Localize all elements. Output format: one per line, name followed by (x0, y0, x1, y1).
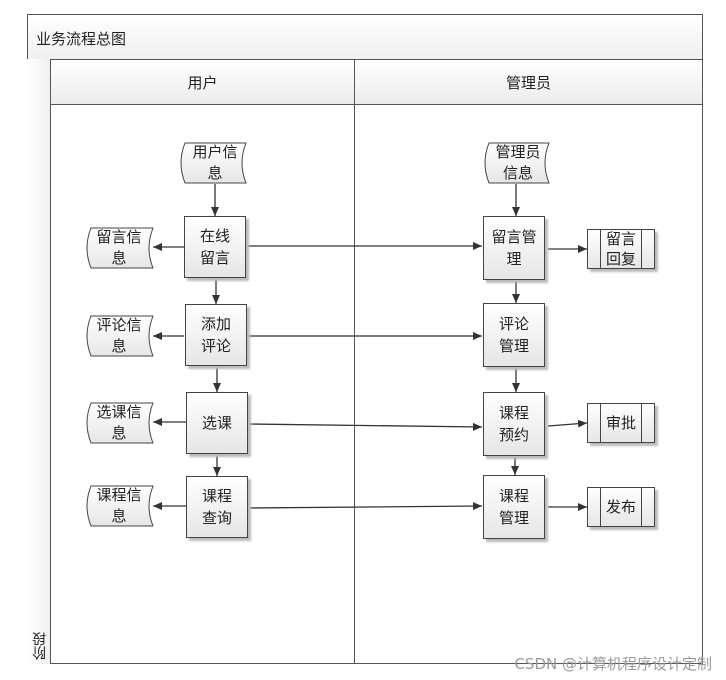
admin-info-line1: 管理员 (495, 143, 541, 161)
user-info-line1: 用户信 (192, 143, 238, 161)
lane-header-admin: 管理员 (354, 59, 703, 105)
store-message: 留言信息 (88, 228, 150, 268)
process-message-management: 留言管理 (483, 216, 545, 280)
store-shape-course (86, 485, 154, 527)
process-course-management-line1: 课程 (498, 487, 529, 505)
process-message-management-line1: 留言管 (491, 228, 537, 246)
store-course-line2: 息 (111, 507, 127, 525)
process-add-comment: 添加评论 (185, 304, 247, 366)
store-course-select-line2: 息 (111, 424, 127, 442)
process-course-booking-line1: 课程 (498, 404, 529, 422)
process-comment-management-line2: 管理 (498, 337, 529, 355)
lane-divider (354, 59, 355, 664)
process-course-management-line2: 管理 (498, 509, 529, 527)
admin-info-line2: 信息 (502, 164, 533, 182)
subprocess-message-reply: 留言回复 (587, 229, 655, 269)
subprocess-message-reply-line1: 留言 (605, 230, 636, 248)
store-shape-course-select (86, 402, 154, 444)
process-online-message-line2: 留言 (199, 249, 230, 267)
process-message-management-line2: 理 (506, 250, 522, 268)
store-comment-line1: 评论信 (96, 316, 142, 334)
arrow-query-to-course-mgmt (247, 502, 483, 511)
store-course-select: 选课信息 (88, 403, 150, 443)
process-add-comment-line2: 评论 (200, 337, 231, 355)
store-course: 课程信息 (88, 486, 150, 526)
store-course-line1: 课程信 (96, 486, 142, 504)
diagram-title: 业务流程总图 (36, 30, 127, 48)
store-shape-message (86, 227, 154, 269)
user-info-line2: 息 (207, 164, 223, 182)
arrow-select-to-booking (247, 422, 483, 431)
watermark: CSDN @计算机程序设计定制 (514, 655, 712, 673)
process-online-message: 在线留言 (184, 216, 246, 278)
lane-header-user: 用户 (50, 59, 355, 105)
admin-info-label: 管理员信息 (484, 143, 552, 183)
process-select-course-line1: 选课 (201, 414, 232, 432)
admin-info-document (484, 142, 550, 184)
process-course-booking: 课程预约 (483, 392, 545, 456)
process-course-query-line2: 查询 (201, 509, 232, 527)
process-comment-management: 评论管理 (483, 303, 545, 367)
subprocess-message-reply-line2: 回复 (605, 250, 636, 268)
process-course-management: 课程管理 (483, 475, 545, 539)
store-comment: 评论信息 (88, 316, 150, 356)
subprocess-publish: 发布 (587, 487, 655, 527)
process-add-comment-line1: 添加 (200, 315, 231, 333)
subprocess-publish-line1: 发布 (605, 498, 636, 516)
process-course-query: 课程查询 (186, 476, 248, 538)
user-info-label: 用户信息 (180, 143, 250, 183)
user-info-document (180, 142, 247, 184)
store-message-line2: 息 (111, 249, 127, 267)
process-course-query-line1: 课程 (201, 487, 232, 505)
store-shape-comment (86, 315, 154, 357)
subprocess-approve-line1: 审批 (605, 414, 636, 432)
process-select-course: 选课 (186, 392, 248, 454)
store-comment-line2: 息 (111, 337, 127, 355)
store-message-line1: 留言信 (96, 228, 142, 246)
store-course-select-line1: 选课信 (96, 403, 142, 421)
process-online-message-line1: 在线 (199, 227, 230, 245)
arrow-booking-to-approve (547, 419, 588, 428)
process-course-booking-line2: 预约 (498, 426, 529, 444)
process-comment-management-line1: 评论 (498, 315, 529, 333)
stage-column: 阶段 (27, 59, 51, 664)
subprocess-approve: 审批 (587, 403, 655, 443)
